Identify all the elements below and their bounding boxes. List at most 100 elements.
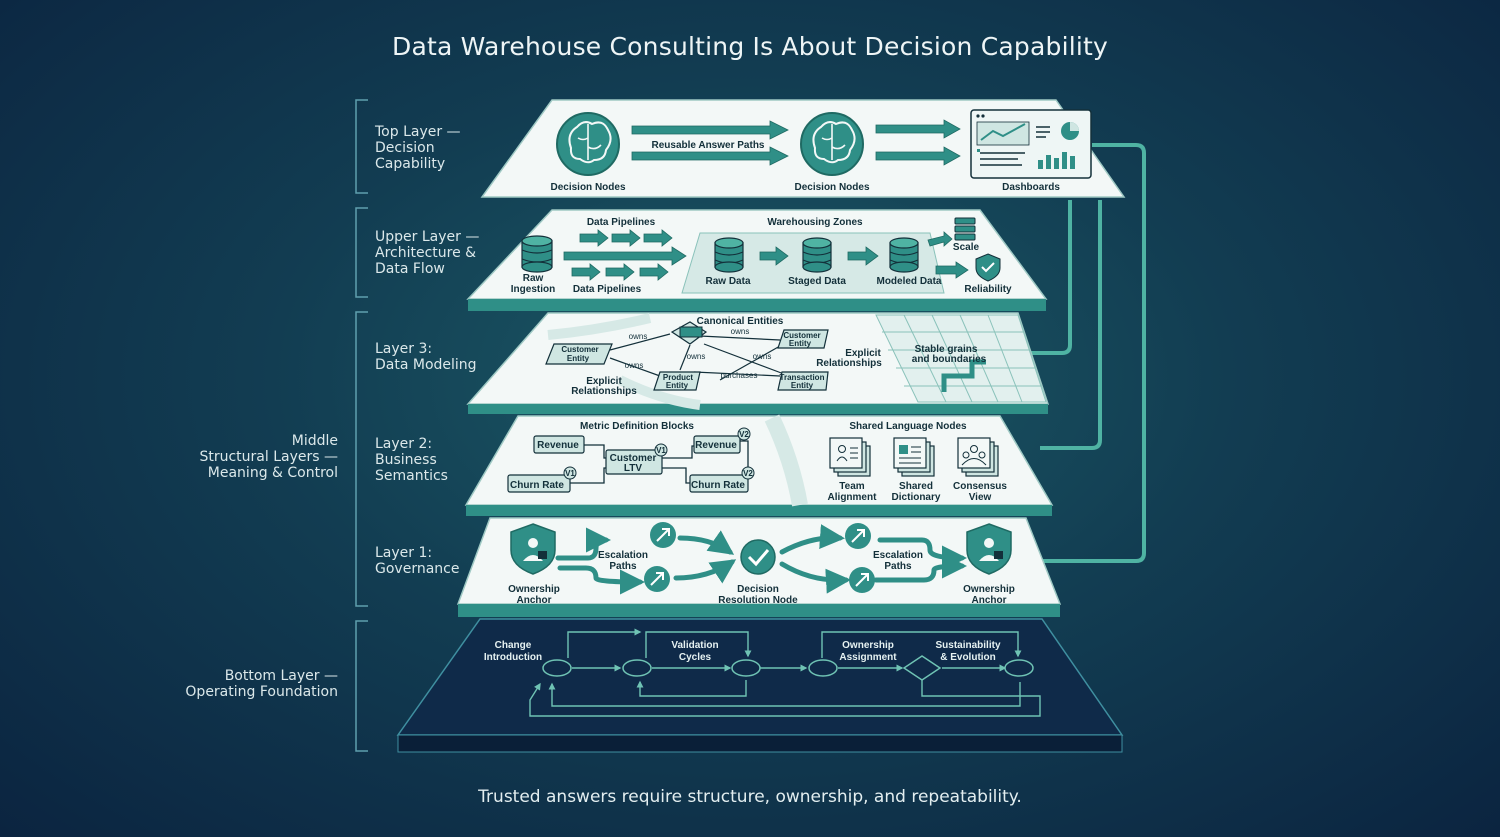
escalation-label: Paths [884,561,912,572]
layer-1-label: Layer 1:Governance [375,545,460,577]
top-layer-decision [480,99,1126,198]
canonical-label: Canonical Entities [697,316,784,327]
brain-icon [556,112,620,176]
decision-nodes-label: Decision Nodes [550,182,625,193]
layer-3-data-modeling [466,312,1050,414]
escalation-label: Paths [609,561,637,572]
consensus-label: Consensus [953,481,1007,492]
churn-label: Churn Rate [691,480,745,491]
metric-blocks-label: Metric Definition Blocks [580,421,694,432]
reusable-paths-label: Reusable Answer Paths [651,140,764,151]
shield-user-icon [510,523,556,575]
relation-label: owns [629,332,648,341]
bottom-layer [396,618,1124,753]
version-badge: V2 [743,469,753,478]
decision-node-label: Decision [737,584,779,595]
entity-label: Customer [783,331,820,340]
entity-label: Entity [567,354,590,363]
team-label: Team [839,481,864,492]
change-label: Change [495,640,532,651]
dictionary-label: Shared [899,481,933,492]
decision-node-label: Resolution Node [718,595,798,606]
relation-label: owns [625,361,644,370]
team-label: Alignment [828,492,878,503]
ownership-anchor-label: Ownership [508,584,560,595]
footer-caption: Trusted answers require structure, owner… [478,787,1022,807]
dictionary-label: Dictionary [892,492,941,503]
explicit-label: Explicit [586,376,622,387]
ltv-label: LTV [624,463,642,474]
pipeline-arrows [563,229,969,281]
ownership-anchor-label: Ownership [963,584,1015,595]
entity-label: Entity [789,339,812,348]
stable-grains-label: and boundaries [912,354,987,365]
entity-label: Product [663,373,694,382]
raw-data-label: Raw Data [705,276,750,287]
relation-label: owns [731,327,750,336]
churn-label: Churn Rate [510,480,564,491]
version-badge: V2 [739,430,749,439]
brain-icon [800,112,864,176]
raw-ingestion-label: Ingestion [511,284,555,295]
database-icon [714,237,744,273]
explicit-label: Relationships [571,386,637,397]
version-badge: V1 [565,469,575,478]
feedback-connectors [1012,143,1146,563]
database-icon [802,237,832,273]
decision-nodes-label: Decision Nodes [794,182,869,193]
raw-ingestion-label: Raw [523,273,544,284]
validation-label: Cycles [679,652,712,663]
layer-2-business-semantics [464,414,1054,516]
check-circle-icon [740,539,776,575]
revenue-label: Revenue [695,440,737,451]
explicit-label: Explicit [845,348,881,359]
team-alignment-icon [829,437,871,477]
database-icon [889,237,919,273]
ownership-anchor-label: Anchor [517,595,552,606]
entity-label: Entity [791,381,814,390]
ownership-assignment-label: Ownership [842,640,894,651]
layer-1-governance [456,517,1062,617]
relation-label: purchases [721,371,758,380]
table-grid-icon [679,326,703,338]
shield-check-icon [975,253,1001,282]
pipelines-label: Data Pipelines [573,284,642,295]
staged-data-label: Staged Data [788,276,846,287]
entity-label: Entity [666,381,689,390]
relation-label: owns [753,352,772,361]
server-stack-icon [954,217,976,241]
arrow-up-right-icon [845,523,871,549]
upper-layer-label: Upper Layer —Architecture &Data Flow [375,229,480,277]
layer-brackets [355,99,368,752]
entity-label: Transaction [780,373,825,382]
arrow-up-right-icon [650,522,676,548]
validation-label: Validation [671,640,718,651]
explicit-label: Relationships [816,358,882,369]
bottom-layer-label: Bottom Layer —Operating Foundation [185,668,338,700]
change-label: Introduction [484,652,542,663]
layer-3-label: Layer 3:Data Modeling [375,341,477,373]
scale-label: Scale [953,242,980,253]
version-badge: V1 [656,446,666,455]
page-title: Data Warehouse Consulting Is About Decis… [392,32,1108,61]
relation-label: owns [687,352,706,361]
upper-layer-architecture [466,209,1048,311]
shared-language-label: Shared Language Nodes [849,421,967,432]
database-icon [521,235,553,273]
escalation-label: Escalation [873,550,923,561]
ownership-anchor-label: Anchor [972,595,1007,606]
ltv-label: Customer [610,453,657,464]
shared-dictionary-icon [893,437,935,477]
reliability-label: Reliability [964,284,1012,295]
dashboards-label: Dashboards [1002,182,1060,193]
consensus-label: View [969,492,992,503]
escalation-label: Escalation [598,550,648,561]
stable-grains-label: Stable grains [915,344,978,355]
entity-label: Customer [561,345,598,354]
answer-path-arrows [631,119,961,166]
